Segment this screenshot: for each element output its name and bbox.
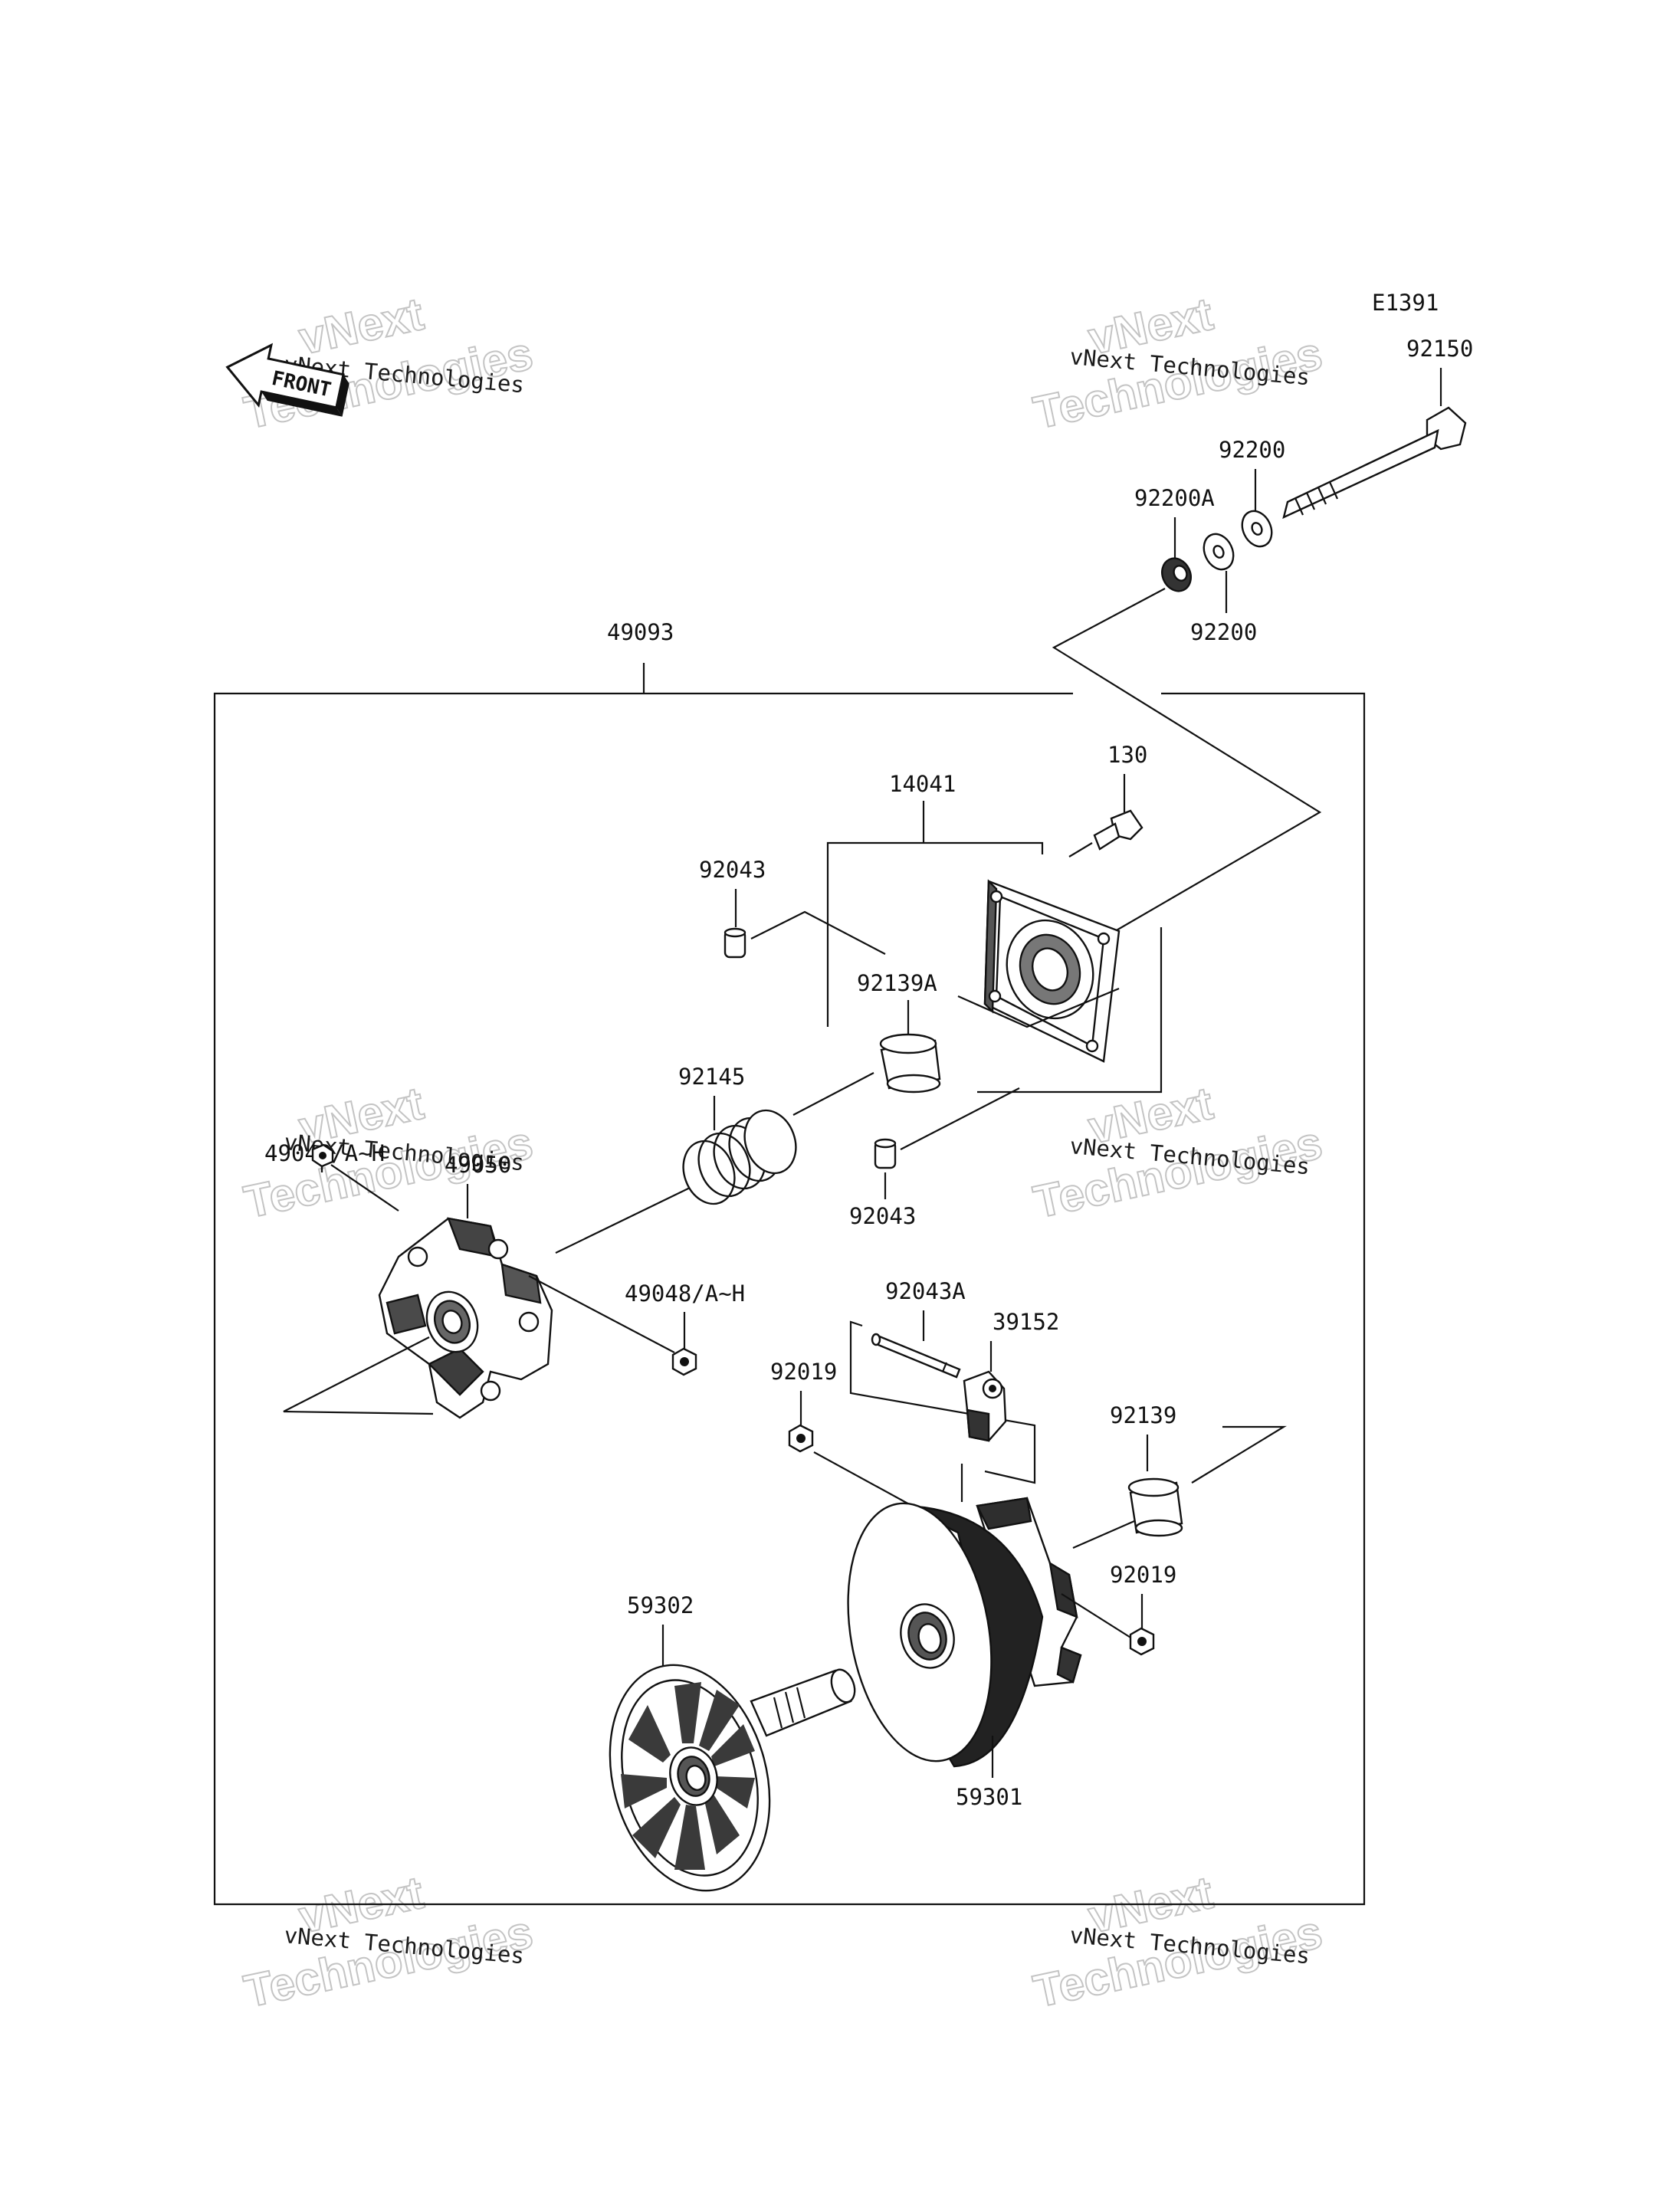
- part-label-92139: 92139: [1110, 1402, 1176, 1428]
- front-arrow-icon: FRONT: [225, 343, 349, 417]
- axis-line-92139-right: [1191, 1425, 1287, 1484]
- axis-line-92043-bottom: [900, 1087, 1020, 1150]
- nut-92200A: [1161, 557, 1192, 592]
- part-label-92043-bottom: 92043: [849, 1203, 916, 1229]
- axis-line-92019-right: [1061, 1593, 1135, 1641]
- bracket-92043A: [849, 1320, 1036, 1484]
- part-label-92019-left: 92019: [770, 1359, 837, 1385]
- movable-sheave-59301: [847, 1497, 1082, 1768]
- diagram-code: E1391: [1372, 290, 1439, 316]
- part-label-39152: 39152: [993, 1309, 1059, 1335]
- washer-92200-bottom: [1203, 533, 1235, 571]
- part-label-49048-mid: 49048/A~H: [625, 1280, 745, 1307]
- bracket-14041: [826, 841, 1044, 854]
- bearing-plate-14041: [983, 879, 1121, 1063]
- nut-92019-left: [788, 1424, 814, 1453]
- spider-49050: [378, 1217, 553, 1419]
- nut-49048-mid: [671, 1347, 697, 1376]
- part-label-92150: 92150: [1406, 336, 1473, 362]
- assembly-frame: [213, 692, 1366, 1906]
- part-label-130: 130: [1107, 742, 1147, 768]
- axis-line-plate: [957, 987, 1120, 1028]
- weight-39152: [963, 1370, 1007, 1442]
- axis-line-130: [1068, 842, 1093, 857]
- axis-line-hardware: [1052, 588, 1322, 932]
- part-label-49050: 49050: [445, 1152, 511, 1178]
- part-label-14041: 14041: [889, 771, 956, 797]
- pin-92043-bottom: [874, 1138, 897, 1169]
- axis-line-92043-top: [750, 910, 886, 955]
- part-label-92145: 92145: [678, 1064, 745, 1090]
- axis-line-92019-left: [813, 1451, 913, 1507]
- axis-line-spider: [283, 1336, 434, 1415]
- bushing-92139: [1127, 1477, 1183, 1537]
- part-label-92043A: 92043A: [885, 1278, 966, 1304]
- axis-line-49048-left: [330, 1164, 399, 1212]
- nut-49048-left: [311, 1143, 334, 1168]
- axis-line-spider-nut: [528, 1275, 675, 1353]
- bushing-92139A: [879, 1033, 941, 1094]
- pin-92043-top: [724, 927, 746, 959]
- bracket-14041-right: [977, 927, 1163, 1094]
- spring-92145: [682, 1109, 797, 1205]
- pin-92043A: [871, 1333, 961, 1379]
- nut-92019-right: [1129, 1627, 1155, 1656]
- part-label-92200-top: 92200: [1219, 437, 1285, 463]
- part-label-92200A: 92200A: [1134, 485, 1215, 511]
- washer-92200-top: [1241, 510, 1273, 548]
- bolt-92150: [1282, 406, 1467, 520]
- part-label-92019-right: 92019: [1110, 1562, 1176, 1588]
- screw-130: [1093, 809, 1144, 851]
- part-label-92139A: 92139A: [857, 970, 937, 996]
- fixed-sheave-59302: [609, 1664, 856, 1892]
- axis-line-92139: [1072, 1520, 1135, 1549]
- axis-line-spring-bottom: [555, 1187, 691, 1254]
- part-label-49093: 49093: [607, 619, 674, 645]
- part-label-92200-bottom: 92200: [1190, 619, 1257, 645]
- part-label-59302: 59302: [627, 1592, 694, 1618]
- axis-line-spring-top: [792, 1072, 874, 1116]
- watermark-top-left: vNext Technologies: [239, 287, 538, 439]
- part-label-92043-top: 92043: [699, 857, 766, 883]
- part-label-59301: 59301: [956, 1784, 1022, 1810]
